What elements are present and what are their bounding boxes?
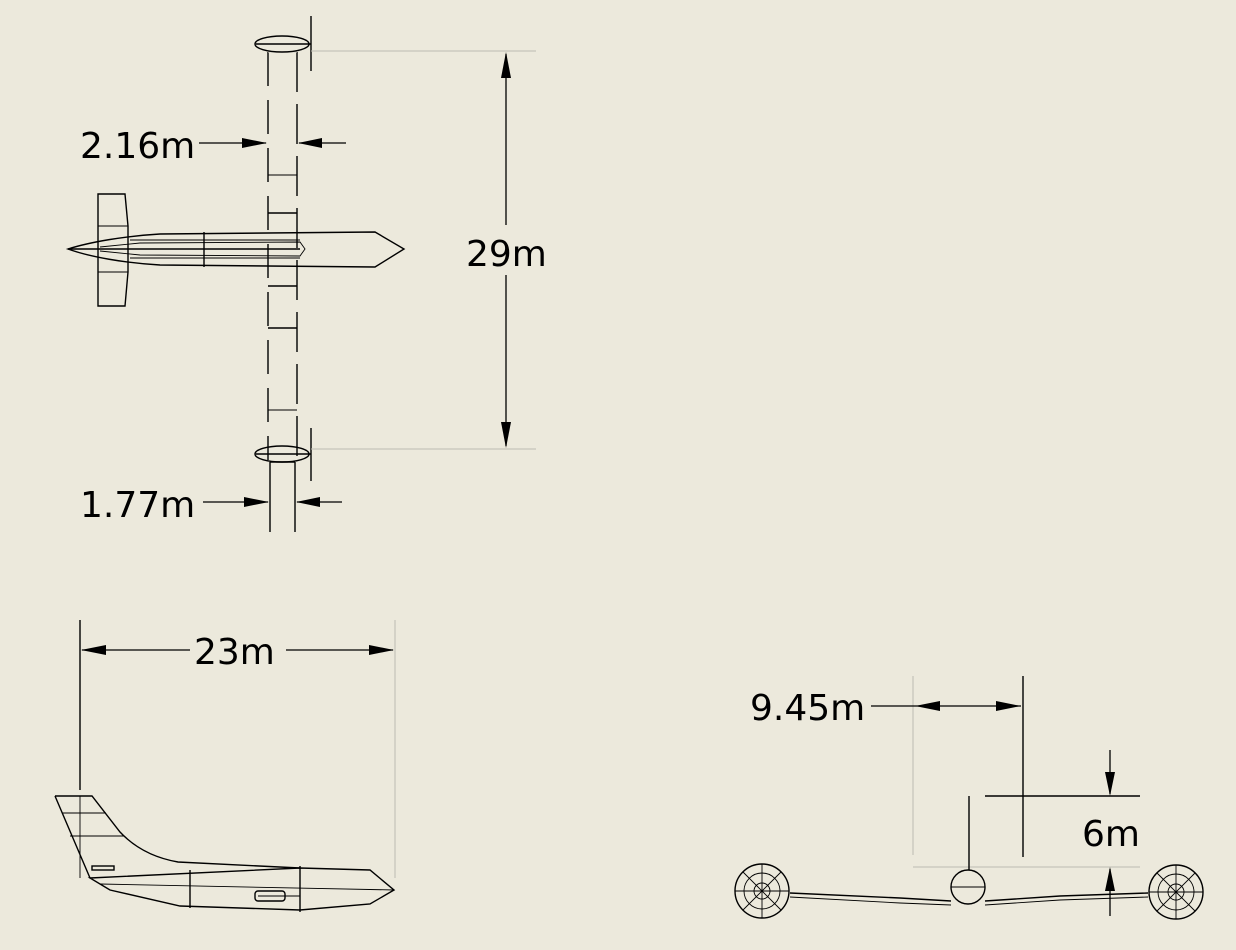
fuselage-front xyxy=(950,869,986,905)
tip-chord-dimension: 1.77m xyxy=(80,485,342,526)
left-propeller xyxy=(734,863,790,919)
vertical-tail xyxy=(54,795,301,879)
front-view: 9.45m 6m xyxy=(734,676,1204,920)
lower-nacelle xyxy=(254,428,312,481)
root-chord-label: 2.16m xyxy=(80,126,195,167)
top-view: 29m 2.16m 1.77m xyxy=(65,16,547,532)
horizontal-tail xyxy=(97,193,129,307)
wing-front xyxy=(789,892,1149,902)
fuselage-length-label: 23m xyxy=(194,632,275,673)
fuselage-length-dimension: 23m xyxy=(81,632,394,673)
upper-nacelle xyxy=(254,16,312,71)
prop-spacing-label: 9.45m xyxy=(750,688,865,729)
wingspan-dimension: 29m xyxy=(466,52,547,448)
side-view: 23m xyxy=(54,620,396,912)
tip-chord-label: 1.77m xyxy=(80,485,195,526)
fuselage-side xyxy=(87,865,396,912)
height-label: 6m xyxy=(1082,814,1140,855)
prop-spacing-dimension: 9.45m xyxy=(750,688,1021,729)
root-chord-dimension: 2.16m xyxy=(80,126,346,167)
fuselage-top xyxy=(65,231,406,268)
height-dimension: 6m xyxy=(1082,750,1140,916)
right-propeller xyxy=(1148,864,1204,920)
wing-outline xyxy=(267,51,298,532)
wingspan-label: 29m xyxy=(466,234,547,275)
